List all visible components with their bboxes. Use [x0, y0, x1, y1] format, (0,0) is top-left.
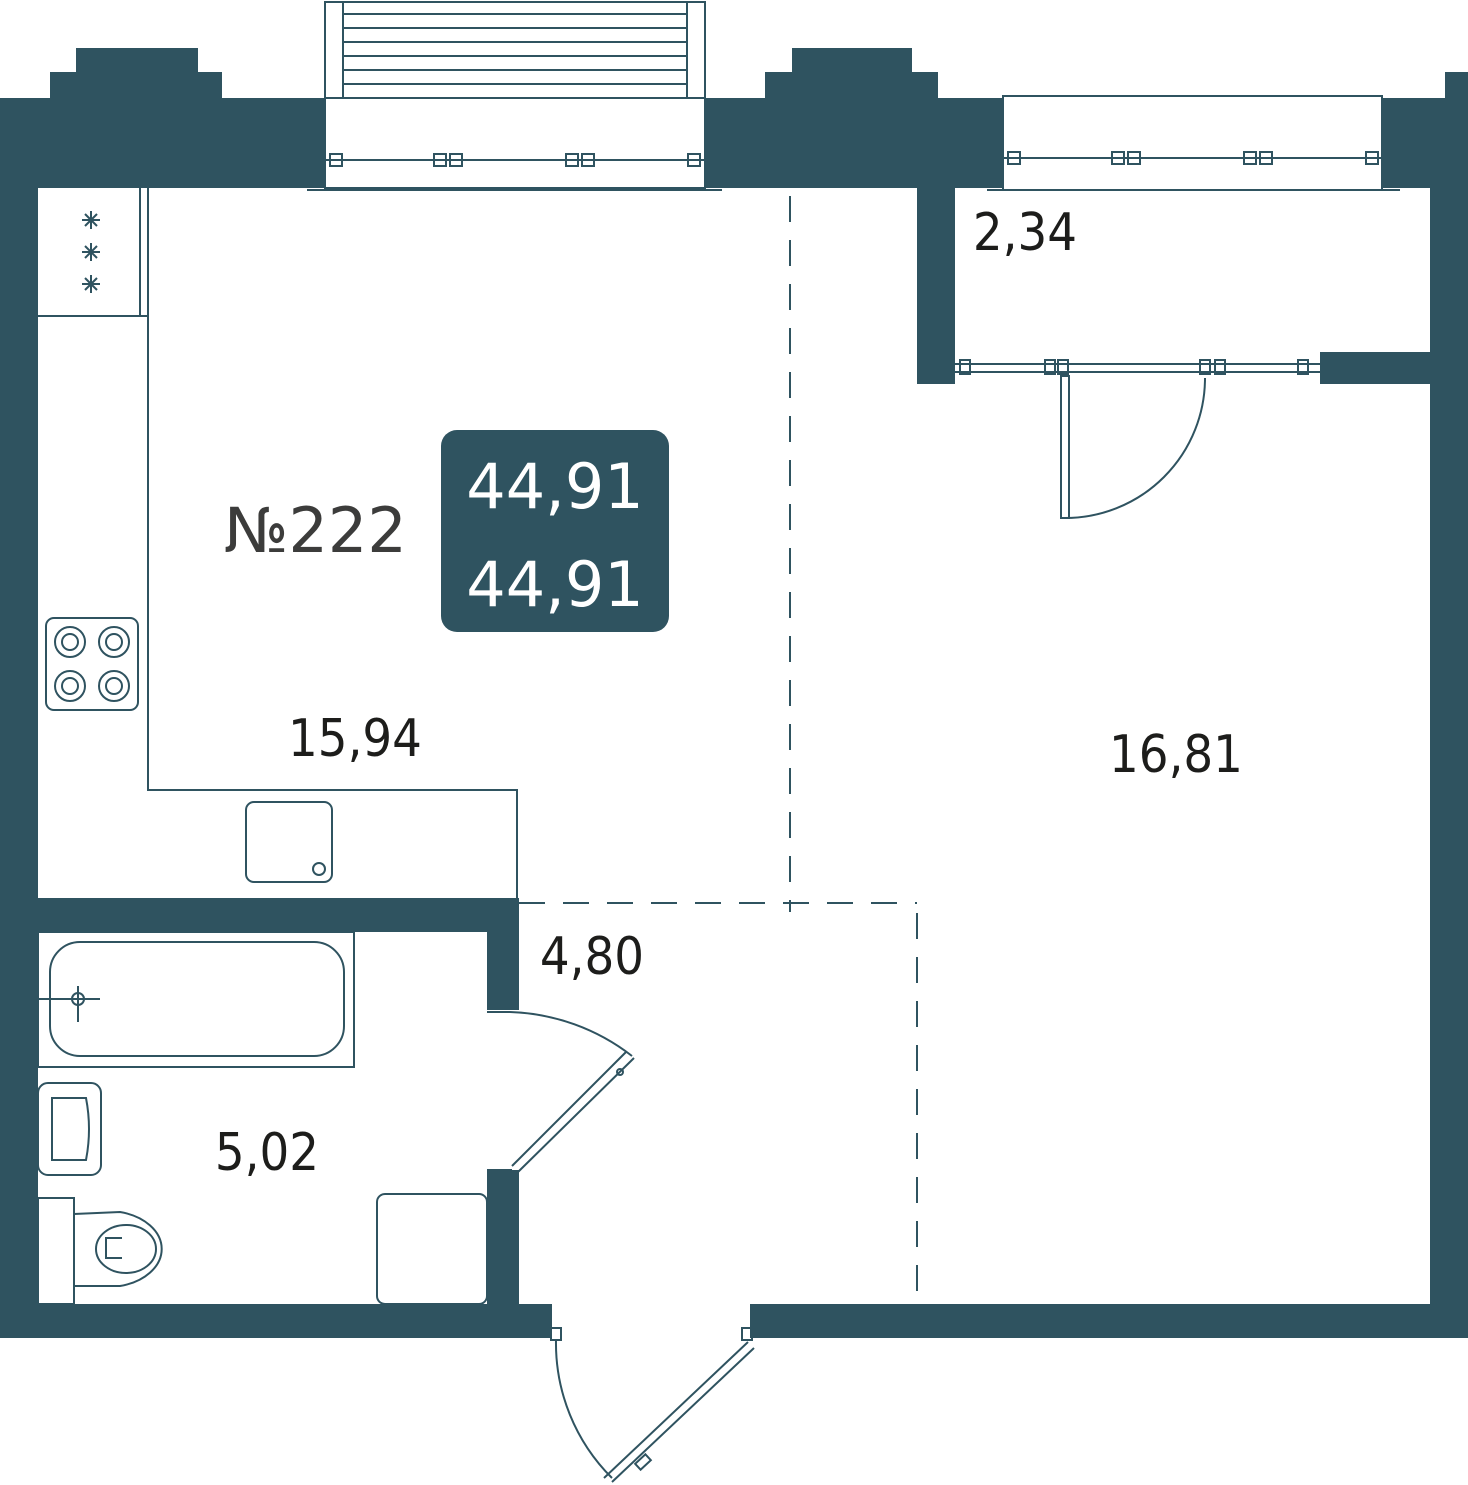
- toilet-icon: [37, 1197, 163, 1305]
- door-icon: [955, 359, 1320, 519]
- sink-icon: [245, 801, 333, 883]
- stove-icon: [45, 617, 139, 711]
- washing-machine-icon: [376, 1193, 488, 1305]
- room-area-bathroom: 5,02: [215, 1123, 319, 1183]
- washbasin-icon: [37, 1082, 102, 1176]
- apartment-number: №222: [224, 494, 407, 567]
- zone-boundaries: [519, 196, 918, 1304]
- door-icon: [550, 1327, 755, 1483]
- door-icon: [487, 1011, 635, 1173]
- kitchen-counter: [38, 188, 518, 898]
- bathtub-icon: [37, 931, 355, 1068]
- window-icon: [307, 1, 1400, 191]
- area-badge: [441, 430, 669, 632]
- room-area-kitchen-living: 15,94: [288, 709, 422, 769]
- ventilation-icon: [82, 211, 100, 293]
- room-area-loggia: 2,34: [973, 203, 1077, 263]
- walls: [0, 48, 1468, 1338]
- room-area-hallway: 4,80: [540, 927, 644, 987]
- total-area: 44,91: [466, 450, 644, 523]
- living-area: 44,91: [466, 548, 644, 621]
- room-area-room: 16,81: [1109, 725, 1243, 785]
